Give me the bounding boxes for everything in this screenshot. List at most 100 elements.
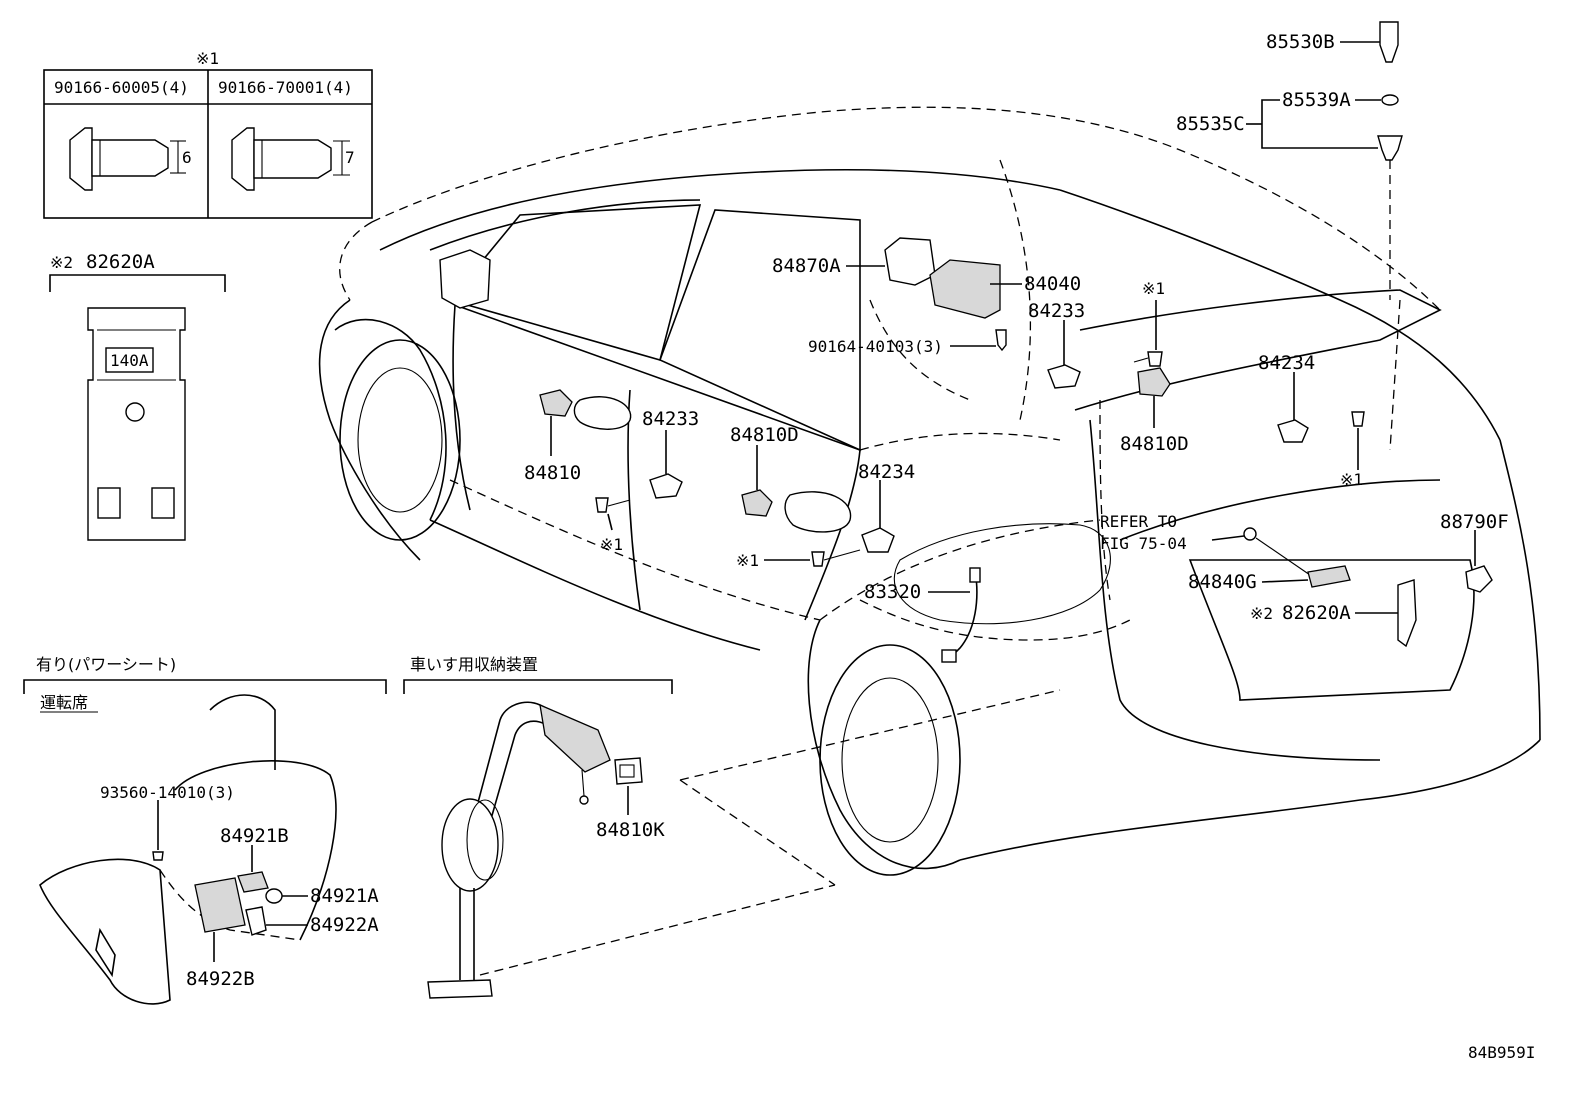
fastener-part-2: 90166-70001(4)	[218, 78, 353, 97]
switch-84922B	[194, 877, 246, 933]
switch-84233-front	[649, 473, 683, 499]
screw-front	[595, 497, 609, 513]
switch-84870A	[884, 237, 936, 286]
switch-84810	[539, 389, 573, 417]
callout-84840G: 84840G	[1188, 571, 1257, 593]
bracket-slot-right	[151, 487, 175, 519]
winch-base	[427, 979, 493, 999]
screw-rear-right	[1351, 411, 1365, 427]
winch-drum	[441, 798, 499, 892]
switch-84810D-rear	[1137, 367, 1171, 397]
clip-dim-1: 6	[182, 148, 192, 167]
callout-85535C: 85535C	[1176, 113, 1245, 135]
diagram-code: 84B959I	[1468, 1043, 1535, 1062]
callout-84233-front: 84233	[642, 408, 699, 430]
refer-line-2: FIG 75-04	[1100, 534, 1187, 553]
refer-line-1: REFER TO	[1100, 512, 1177, 531]
cable-83320	[947, 569, 978, 661]
note-mark-rear-left: ※1	[1142, 279, 1165, 298]
power-seat-subtitle: 運転席	[40, 693, 88, 712]
rear-door-switches: 84233 ※1 84810D 84234 ※1	[1028, 279, 1365, 489]
switch-84233-rear	[1047, 364, 1081, 389]
side-mirror	[439, 249, 491, 309]
vehicle-outline	[318, 106, 1541, 976]
callout-84922B: 84922B	[186, 968, 255, 990]
bracket-inset: ※2 82620A 140A	[49, 251, 226, 541]
callout-88790F: 88790F	[1440, 511, 1509, 533]
screw-rear-left	[1147, 351, 1163, 367]
switch-84040	[929, 259, 1001, 319]
note-mark-rear-right: ※1	[1340, 470, 1363, 489]
bracket-inset-part: 82620A	[86, 251, 155, 273]
wheelchair-title: 車いす用収納装置	[410, 655, 538, 674]
roof-bulb-part	[1379, 21, 1399, 63]
front-door-handle	[573, 396, 632, 430]
trunk-parts: 83320 REFER TO FIG 75-04 84840G 88790F ※…	[864, 511, 1509, 663]
seat-cushion	[39, 858, 171, 1005]
seat-headrest	[209, 694, 276, 770]
winch-post	[459, 888, 475, 980]
callout-84921A: 84921A	[310, 885, 379, 907]
switch-84234-rear	[1277, 419, 1309, 443]
callout-90164: 90164-40103(3)	[808, 337, 943, 356]
callout-93560: 93560-14010(3)	[100, 783, 235, 802]
knob-84922A	[245, 906, 267, 936]
callout-85530B: 85530B	[1266, 31, 1335, 53]
note-mark-rear-door: ※1	[736, 551, 759, 570]
callout-84040: 84040	[1024, 273, 1081, 295]
screw-93560	[152, 851, 164, 861]
roof-lamp-assembly: 85530B 85539A 85535C	[1176, 21, 1403, 161]
bracket-tag-label: 140A	[110, 351, 149, 370]
callout-82620A: 82620A	[1282, 602, 1351, 624]
power-seat-title: 有り(パワーシート)	[36, 655, 176, 674]
bracket-slot-left	[97, 487, 121, 519]
switch-84810K	[614, 757, 643, 785]
switch-88790F	[1465, 565, 1493, 593]
fastener-table-note: ※1	[196, 49, 219, 68]
screw-90164	[995, 329, 1007, 352]
callout-84810D-front: 84810D	[730, 424, 799, 446]
callout-84810: 84810	[524, 462, 581, 484]
clip-dim-2: 7	[345, 148, 355, 167]
rear-door-parts: 84810D 84234 ※1	[730, 424, 915, 570]
callout-84233-rear: 84233	[1028, 300, 1085, 322]
callout-84810D-rear: 84810D	[1120, 433, 1189, 455]
rear-wheel	[819, 644, 961, 876]
callout-84922A: 84922A	[310, 914, 379, 936]
callout-84234-center: 84234	[858, 461, 915, 483]
front-door-parts: 84810 84233 ※1	[524, 389, 699, 554]
bracket-82620A	[1397, 579, 1417, 648]
seat-back	[174, 760, 337, 941]
knob-84921B	[237, 871, 269, 893]
refer-connector	[1243, 527, 1257, 541]
roof-washer-part	[1381, 94, 1399, 106]
callout-84921B: 84921B	[220, 825, 289, 847]
bracket-inset-note: ※2	[50, 253, 73, 272]
clip-icon-2	[231, 127, 350, 191]
note-mark-front: ※1	[600, 535, 623, 554]
clip-icon-1	[69, 127, 186, 191]
rear-door-handle	[784, 491, 852, 533]
note-mark-82620A: ※2	[1250, 604, 1273, 623]
callout-85539A: 85539A	[1282, 89, 1351, 111]
fastener-part-1: 90166-60005(4)	[54, 78, 189, 97]
power-seat-inset: 有り(パワーシート) 運転席 93560-14010(3) 84922B 849…	[23, 655, 387, 1005]
switch-84234-center	[861, 527, 895, 553]
bracket-hole	[125, 402, 145, 422]
callout-84870A: 84870A	[772, 255, 841, 277]
roof-base-part	[1377, 135, 1403, 161]
front-wheel	[339, 339, 461, 541]
winch-hook-head	[539, 703, 611, 773]
fastener-table: ※1 90166-60005(4) 90166-70001(4) 6 7	[43, 49, 373, 219]
center-switches: 84870A 84040 90164-40103(3)	[772, 237, 1081, 356]
callout-83320: 83320	[864, 581, 921, 603]
knob-84921A	[265, 888, 283, 904]
wheelchair-inset: 車いす用収納装置 84810K	[403, 655, 673, 999]
switch-84810D-front	[741, 489, 773, 517]
callout-84234-rear: 84234	[1258, 352, 1315, 374]
screw-rear-door	[811, 551, 825, 567]
callout-84810K: 84810K	[596, 819, 665, 841]
switch-84840G	[1307, 565, 1351, 588]
bracket-tag	[105, 347, 154, 373]
